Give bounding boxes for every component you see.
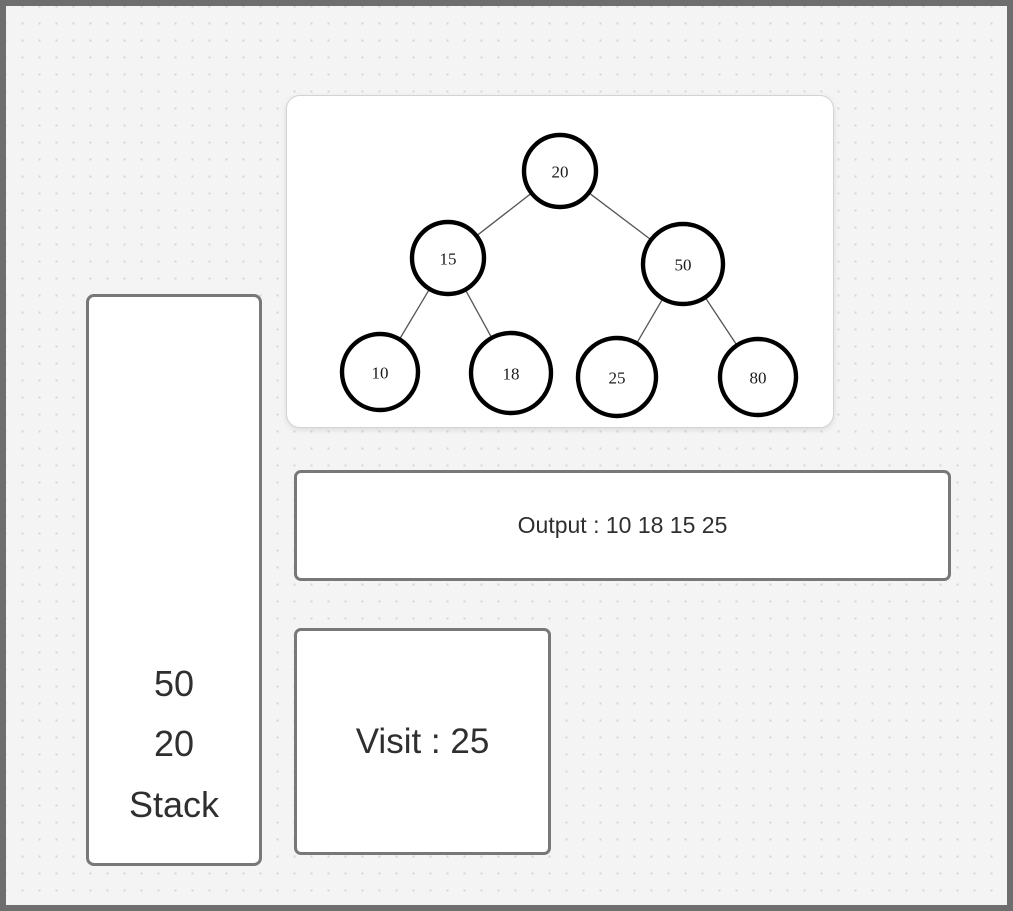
tree-node[interactable]: 20 [521,132,599,210]
tree-node[interactable]: 18 [468,330,554,416]
stack-panel[interactable]: 50 20 Stack [86,294,262,866]
tree-node-circle [717,336,799,418]
tree-node[interactable]: 10 [339,331,421,413]
tree-node-group: 20 15 50 10 18 25 80 [339,132,799,419]
tree-node-label: 50 [675,256,692,275]
tree-node-circle [575,335,659,419]
tree-node[interactable]: 50 [640,221,726,307]
tree-node-circle [409,219,487,297]
stack-item: 20 [153,723,195,765]
output-box: Output : 10 18 15 25 [294,470,951,581]
tree-edge [705,297,737,345]
tree-node-circle [339,331,421,413]
binary-tree-graphic: 20 15 50 10 18 25 80 [339,132,799,419]
tree-edge [465,290,492,338]
tree-node[interactable]: 25 [575,335,659,419]
stack-item: 50 [153,662,195,704]
tree-edge-group [399,192,737,345]
tree-node-circle [640,221,726,307]
tree-node-label: 10 [372,364,389,383]
tree-node-label: 80 [750,369,767,388]
tree-edge [399,289,430,339]
tree-node-label: 18 [503,365,520,384]
tree-node-circle [521,132,599,210]
tree-edge [589,192,651,240]
stack-label: Stack [128,783,220,825]
tree-edge [476,193,532,236]
tree-node-label: 15 [440,250,457,269]
tree-node[interactable]: 15 [409,219,487,297]
tree-node-label: 20 [552,163,569,182]
binary-tree-card: 20 15 50 10 18 25 80 [286,95,834,428]
tree-node-label: 25 [609,369,626,388]
visit-box: Visit : 25 [294,628,551,855]
tree-node[interactable]: 80 [717,336,799,418]
tree-node-circle [468,330,554,416]
visit-text: Visit : 25 [355,721,490,761]
tree-edge [636,299,663,343]
output-text: Output : 10 18 15 25 [517,512,728,538]
